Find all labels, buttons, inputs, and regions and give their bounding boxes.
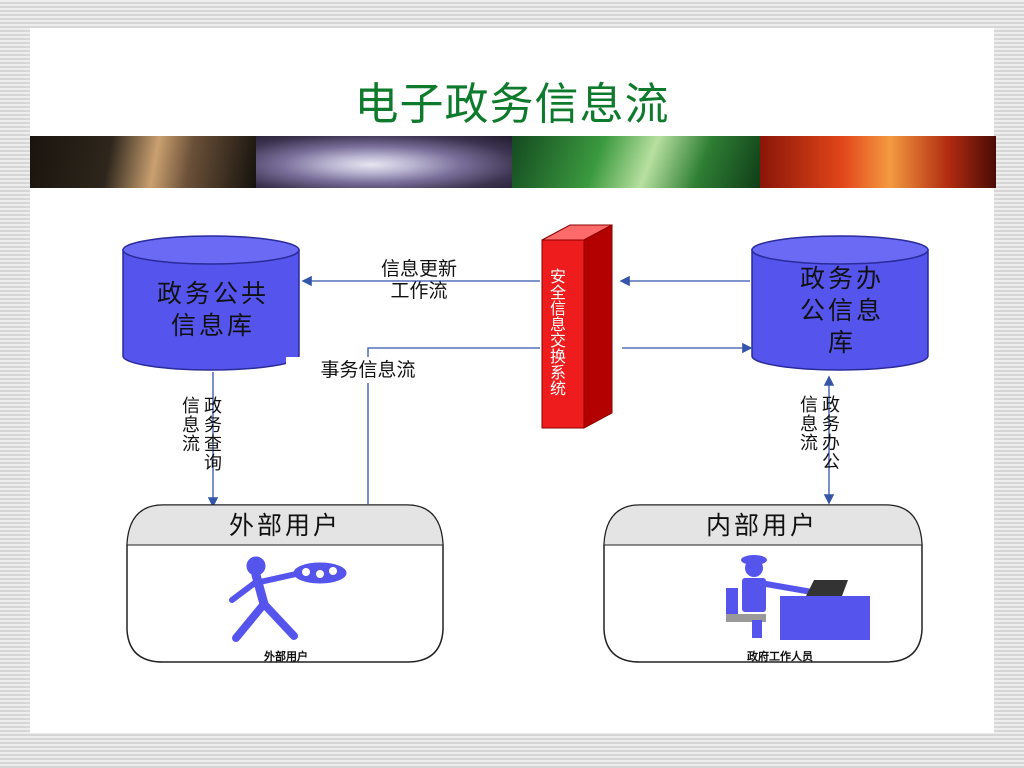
public-database-cylinder <box>122 235 300 371</box>
update-flow-label-line: 信息更新 <box>380 258 457 280</box>
header-banner-image <box>30 136 996 188</box>
page-title: 电子政务信息流 <box>354 79 670 130</box>
internal-user-caption: 政府工作人员 <box>747 650 813 663</box>
query-flow-label-line: 政务查询 <box>201 396 222 472</box>
office-database-label-line: 库 <box>827 328 856 357</box>
walking-person-icon <box>229 556 347 642</box>
query-flow-label-line: 信息流 <box>179 396 200 453</box>
banner-disc-photo <box>256 136 512 188</box>
banner-flask-photo <box>760 136 996 188</box>
office-database-label: 政务办 公信息 库 <box>758 263 926 359</box>
office-flow-label: 政务办公 信息流 <box>796 395 840 475</box>
office-worker-icon <box>726 555 870 640</box>
public-database-label-line: 信息库 <box>170 311 255 340</box>
security-exchange-box <box>541 224 613 429</box>
update-flow-label: 信息更新 工作流 <box>354 258 484 302</box>
internal-user-heading: 内部用户 <box>705 511 818 540</box>
office-flow-label-line: 信息流 <box>797 395 818 452</box>
query-flow-label: 政务查询 信息流 <box>178 396 222 476</box>
office-database-label-line: 政务办 <box>799 264 884 293</box>
office-flow-label-line: 政务办公 <box>819 395 840 471</box>
office-database-cylinder <box>751 235 929 371</box>
external-user-caption: 外部用户 <box>264 650 308 663</box>
update-flow-label-line: 工作流 <box>390 280 448 302</box>
banner-keyboard-photo <box>30 136 256 188</box>
external-user-heading: 外部用户 <box>228 511 341 540</box>
public-database-label: 政务公共 信息库 <box>128 278 298 342</box>
affairs-flow-line <box>367 347 540 504</box>
external-user-box <box>126 504 444 663</box>
affairs-flow-label: 事务信息流 <box>286 357 450 383</box>
banner-circuit-photo <box>512 136 760 188</box>
public-database-label-line: 政务公共 <box>156 279 269 308</box>
office-database-label-line: 公信息 <box>799 296 884 325</box>
security-exchange-label: 安全信息交换系统 <box>547 268 566 396</box>
